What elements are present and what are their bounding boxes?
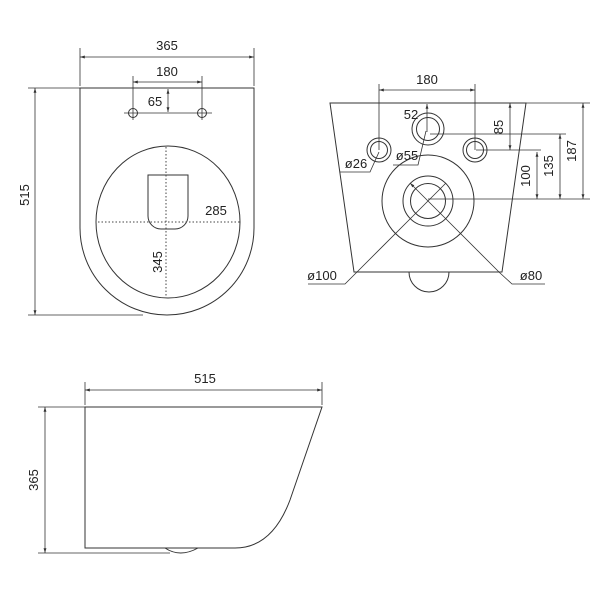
flush-outlet (147, 174, 189, 230)
back-view: 180 52 ø55 ø26 85 100 135 187 ø100 ø80 (307, 72, 590, 293)
dia-26-label: ø26 (345, 156, 367, 171)
drain-outer (381, 154, 475, 248)
side-length-label: 515 (194, 371, 216, 386)
seat-opening (95, 145, 241, 299)
dim-135-label: 135 (541, 155, 556, 177)
side-height-label: 365 (26, 469, 41, 491)
outlet-nozzle (408, 271, 450, 293)
mounting-hole (197, 108, 207, 118)
hole-spacing-label: 180 (156, 64, 178, 79)
seat-width-label: 285 (205, 203, 227, 218)
dim-85-label: 85 (491, 120, 506, 134)
width-label: 365 (156, 38, 178, 53)
dia-80-label: ø80 (520, 268, 542, 283)
dim-100-label: 100 (518, 165, 533, 187)
length-label: 515 (17, 184, 32, 206)
hole-offset-label: 65 (148, 94, 162, 109)
side-outline (84, 406, 323, 549)
top-view: 365 180 65 285 345 515 (17, 38, 255, 316)
dim-187-label: 187 (564, 140, 579, 162)
side-view: 515 365 (26, 371, 323, 554)
back-hole-spacing-label: 180 (416, 72, 438, 87)
seat-length-label: 345 (150, 251, 165, 273)
dia-55-label: ø55 (396, 148, 418, 163)
bowl-outline (79, 87, 255, 316)
dia-100-label: ø100 (307, 268, 337, 283)
side-nozzle (164, 547, 199, 554)
dim-52-label: 52 (404, 107, 418, 122)
back-outline (329, 102, 527, 273)
mounting-hole (128, 108, 138, 118)
